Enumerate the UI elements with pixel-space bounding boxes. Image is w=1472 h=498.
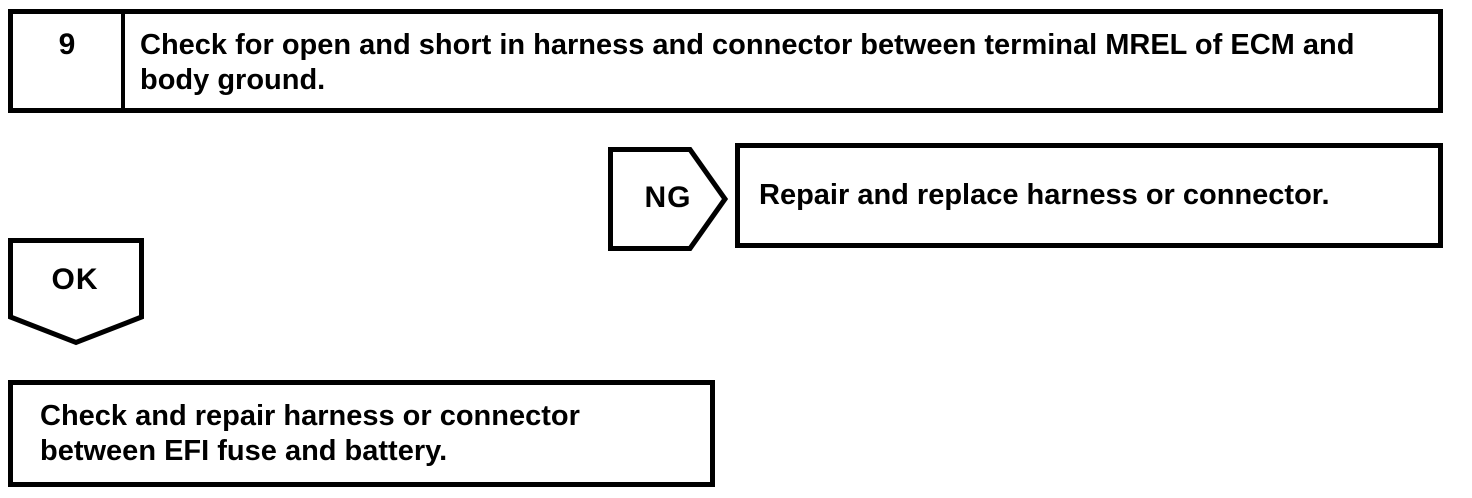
ok-pentagon-icon (8, 238, 144, 346)
ok-connector: OK (8, 238, 144, 346)
step-box: 9 Check for open and short in harness an… (8, 9, 1443, 113)
ng-action-text: Repair and replace harness or connector. (759, 179, 1330, 211)
ng-connector: NG (608, 147, 728, 251)
ok-action-box: Check and repair harness or connector be… (8, 380, 715, 487)
ng-action-box: Repair and replace harness or connector. (735, 143, 1443, 248)
step-number: 9 (13, 14, 125, 108)
ng-label: NG (644, 181, 692, 214)
ok-label: OK (51, 263, 99, 296)
step-instruction: Check for open and short in harness and … (140, 29, 1355, 96)
ng-pentagon-icon (608, 147, 728, 251)
ok-action-text: Check and repair harness or connector be… (40, 399, 580, 467)
